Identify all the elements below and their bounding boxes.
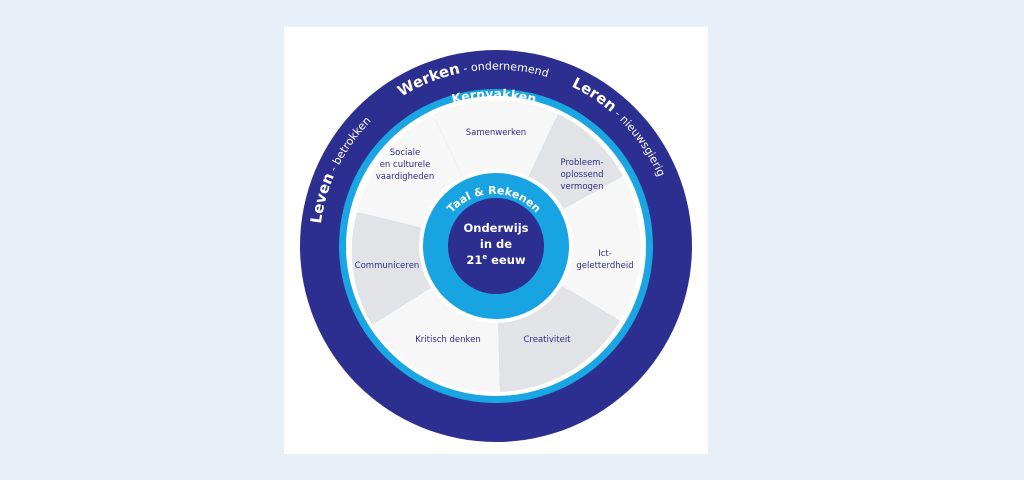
- segment-label-probleem-1: Probleem-: [560, 158, 603, 168]
- segment-label-sociale-3: vaardigheden: [376, 172, 435, 182]
- segment-label-ict-2: geletterdheid: [576, 261, 633, 271]
- segment-label-sociale-1: Sociale: [390, 148, 420, 158]
- segment-label-probleem-2: oplossend: [560, 170, 603, 180]
- segment-label-kritisch: Kritisch denken: [415, 335, 481, 345]
- center-circle: [448, 198, 544, 294]
- segment-label-creativiteit: Creativiteit: [523, 335, 571, 345]
- center-line-2: in de: [480, 237, 512, 251]
- middle-ring-label: Kernvakken: [450, 86, 538, 107]
- center-line-1: Onderwijs: [463, 221, 528, 235]
- segment-label-probleem-3: vermogen: [560, 182, 603, 192]
- segment-label-communiceren: Communiceren: [355, 261, 420, 271]
- center-line-3: 21e eeuw: [466, 253, 526, 267]
- segment-label-samenwerken: Samenwerken: [466, 128, 526, 138]
- segment-label-ict-1: Ict-: [598, 249, 612, 259]
- segment-label-sociale-2: en culturele: [380, 160, 431, 170]
